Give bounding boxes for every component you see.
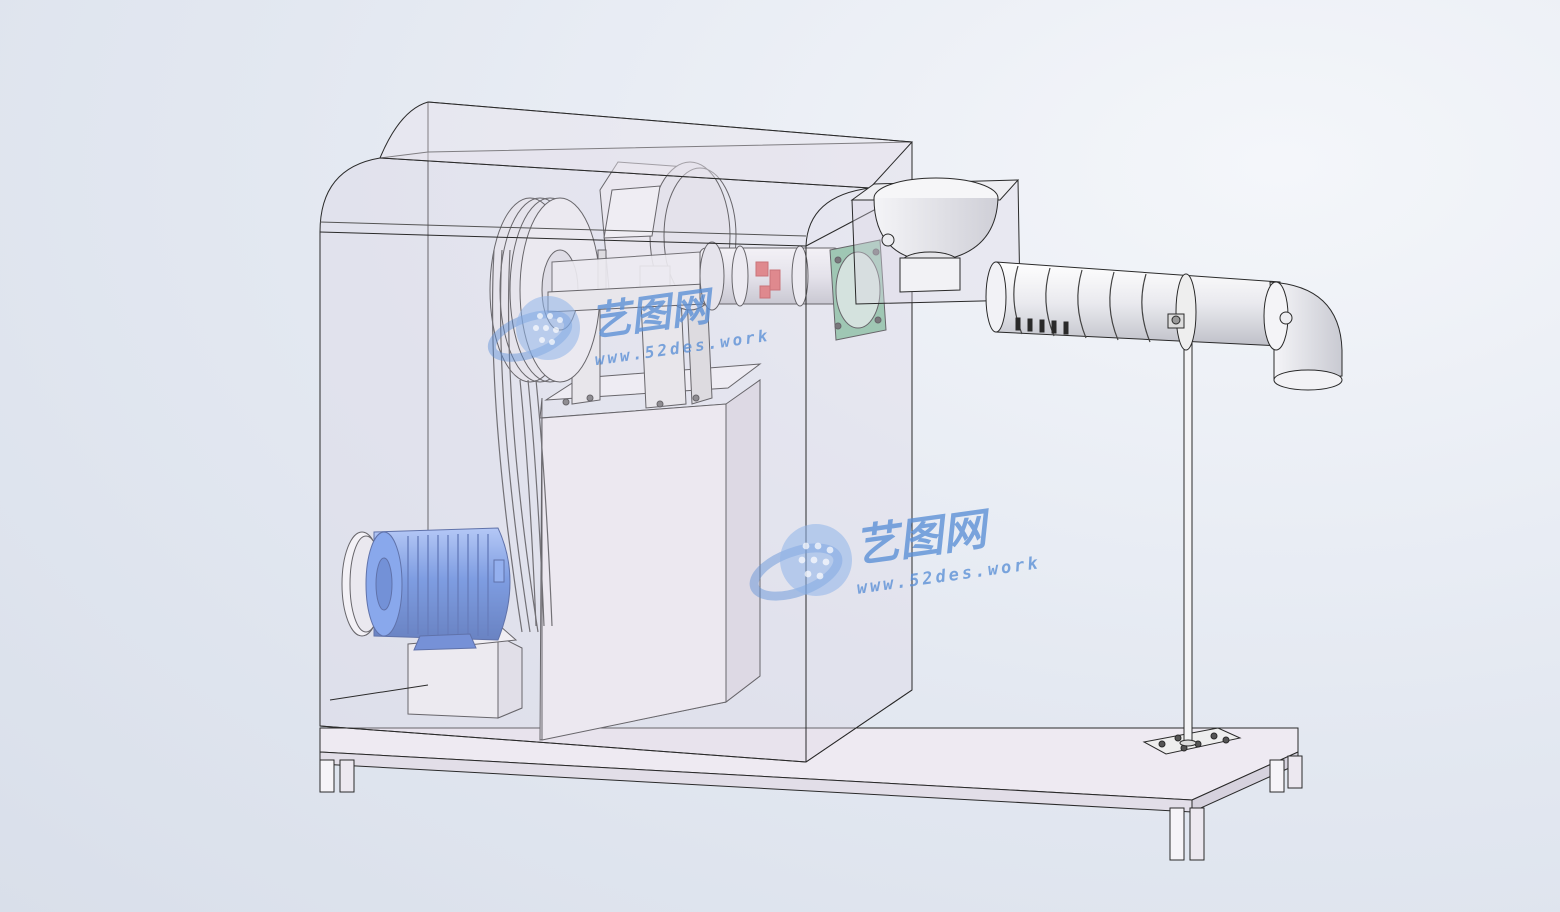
outlet-elbow [1263,281,1343,391]
glass-enclosure-front [319,101,914,763]
electric-motor [341,527,511,651]
screw-barrel [985,261,1281,347]
inlet-flange [829,239,887,341]
support-rod [1179,339,1197,747]
feed-hopper [850,177,1021,305]
shaft-coupling [755,261,781,299]
v-belts [491,249,553,633]
bearing-pedestal [539,269,762,741]
pipe-clamp [1167,273,1197,351]
